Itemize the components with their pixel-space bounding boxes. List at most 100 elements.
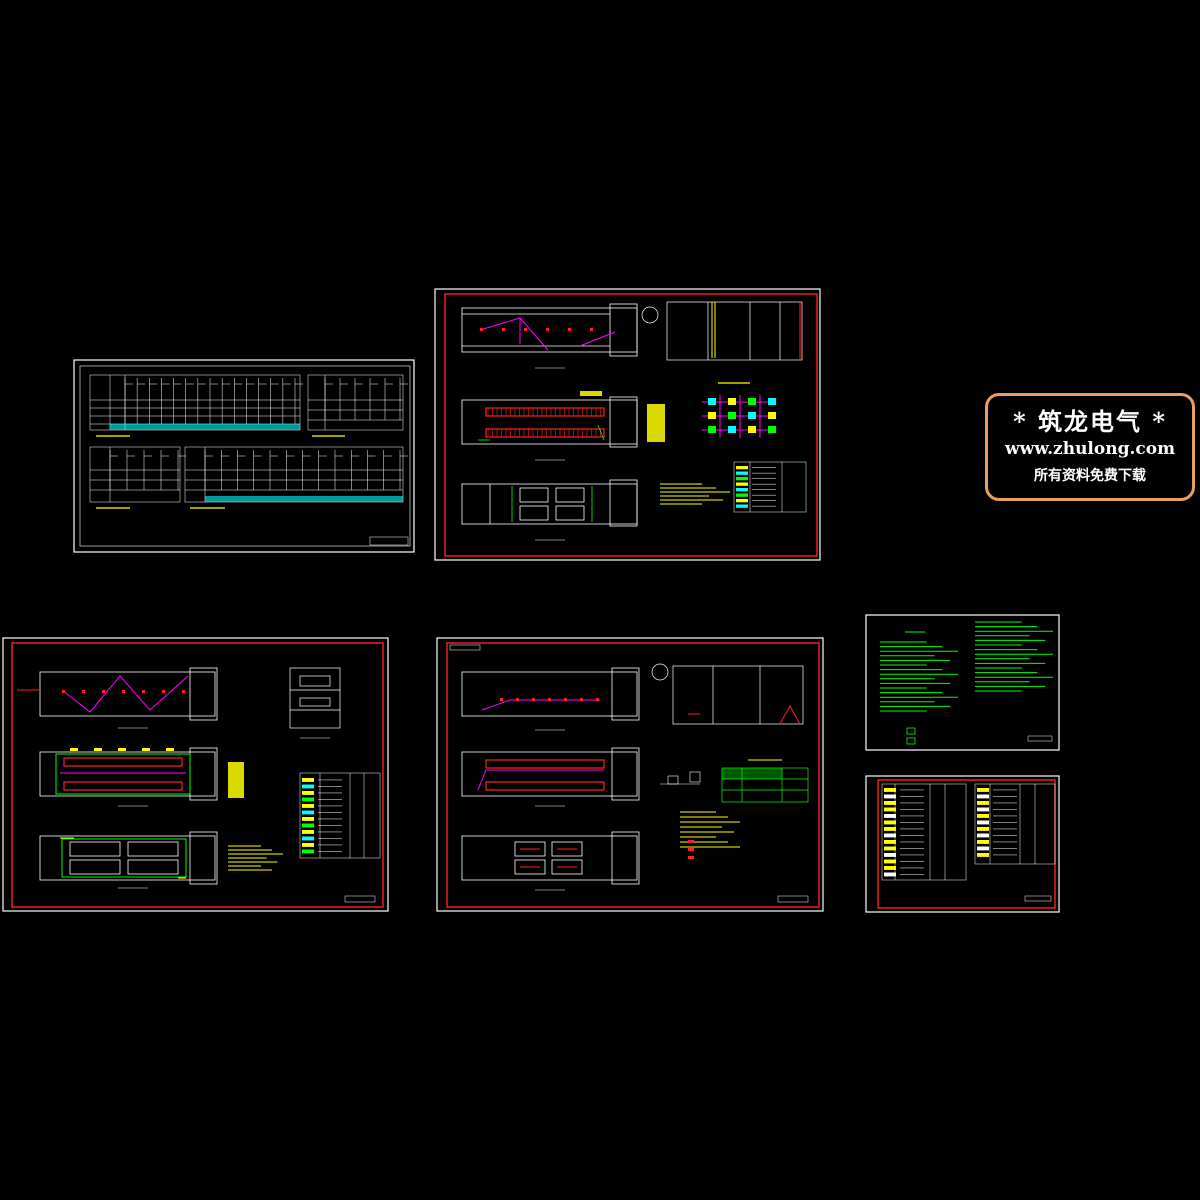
panel-table-4 xyxy=(184,446,404,503)
legend-symbol xyxy=(977,846,989,851)
panel-table-3 xyxy=(89,446,181,503)
fixture-rows-b xyxy=(485,407,605,438)
yellow-marks-e xyxy=(70,748,174,751)
riser-box xyxy=(728,426,736,433)
label-mark xyxy=(118,748,126,751)
conduit-a xyxy=(479,317,616,351)
green-marks-c xyxy=(511,486,593,522)
legend-rows-2 xyxy=(736,466,776,508)
sheet-distribution-system xyxy=(73,359,415,553)
legend-symbol xyxy=(736,471,748,475)
floor-plan-c xyxy=(461,479,638,527)
floor-plan-h xyxy=(461,747,640,801)
riser-box xyxy=(768,398,776,405)
fixture-dot xyxy=(500,698,503,701)
legend-symbol xyxy=(977,853,989,857)
fixture-dot xyxy=(142,690,145,693)
material-table-left xyxy=(881,783,967,881)
legend-symbol xyxy=(884,827,896,831)
notes-left-col xyxy=(880,641,958,712)
legend-symbol xyxy=(884,820,896,825)
legend-symbol xyxy=(302,817,314,821)
riser-box xyxy=(708,398,716,405)
red-marker xyxy=(688,848,694,851)
legend-symbol xyxy=(302,791,314,795)
red-marks-i xyxy=(520,848,577,868)
legend-symbol xyxy=(736,477,748,481)
legend-symbol xyxy=(884,814,896,818)
notes-block-2 xyxy=(660,483,730,505)
conduit-d xyxy=(61,675,189,713)
panel-table-3-branches xyxy=(109,450,186,490)
legend-symbol xyxy=(736,493,748,497)
section-red-2 xyxy=(779,704,801,725)
green-loop-f xyxy=(61,838,187,878)
title-block-1 xyxy=(369,536,409,546)
fixture-rows-e xyxy=(63,757,183,791)
legend-symbol xyxy=(302,784,314,789)
legend-symbol xyxy=(302,810,314,815)
floor-plan-f xyxy=(39,831,218,885)
title-block-6 xyxy=(1024,895,1052,902)
legend-symbol xyxy=(884,807,896,812)
title-block-3 xyxy=(344,895,376,903)
fixtures-g xyxy=(500,698,599,701)
label-mark xyxy=(94,748,102,751)
legend-symbol xyxy=(884,788,896,792)
section-view xyxy=(666,301,803,361)
fixture-dot xyxy=(568,328,571,331)
sheet-power-plan-left xyxy=(2,637,389,912)
panel-table-1-branches xyxy=(124,378,303,424)
legend-symbol xyxy=(884,859,896,864)
legend-table-3 xyxy=(299,772,381,859)
section-yellow xyxy=(711,302,716,358)
fixture-dot xyxy=(580,698,583,701)
green-table xyxy=(721,767,809,803)
legend-symbol xyxy=(302,778,314,782)
legend-symbol xyxy=(977,788,989,792)
label-mark xyxy=(166,748,174,751)
legend-symbol xyxy=(977,827,989,831)
fixture-dot xyxy=(480,328,483,331)
fixture-dot xyxy=(516,698,519,701)
legend-symbol xyxy=(977,833,989,838)
riser-box xyxy=(728,412,736,419)
legend-symbol xyxy=(884,846,896,851)
panel-table-2 xyxy=(307,374,404,431)
riser-box xyxy=(748,398,756,405)
fixture-dot xyxy=(122,690,125,693)
fixture-dot xyxy=(564,698,567,701)
north-arrow-icon xyxy=(641,306,659,324)
conduit-h xyxy=(477,769,604,791)
legend-symbol xyxy=(977,807,989,812)
legend-symbol xyxy=(884,801,896,805)
riser-boxes xyxy=(708,398,776,433)
legend-symbol xyxy=(977,820,989,825)
legend-symbol xyxy=(736,488,748,492)
riser-box xyxy=(768,412,776,419)
floor-plan-i xyxy=(461,831,640,885)
material-table-right xyxy=(974,783,1056,865)
legend-symbol xyxy=(302,843,314,847)
legend-symbol xyxy=(884,872,896,877)
fixture-dot xyxy=(182,690,185,693)
legend-symbol xyxy=(884,794,896,799)
legend-symbol xyxy=(302,849,314,854)
green-loop-e xyxy=(55,753,191,795)
legend-symbol xyxy=(884,833,896,838)
legend-table-2 xyxy=(733,461,807,513)
fixture-dot xyxy=(102,690,105,693)
legend-symbol xyxy=(302,830,314,834)
legend-symbol xyxy=(977,840,989,844)
fixture-dot xyxy=(162,690,165,693)
riser-box xyxy=(708,412,716,419)
legend-rows-3 xyxy=(302,778,342,854)
drawing-id-box xyxy=(449,644,481,651)
legend-symbol xyxy=(977,801,989,805)
legend-symbol xyxy=(977,794,989,799)
fixture-ticks-b xyxy=(487,408,601,437)
legend-symbol xyxy=(736,466,748,470)
legend-yellow-e xyxy=(228,762,244,798)
panel-table-1-cyan-row xyxy=(110,424,300,430)
title-block-5 xyxy=(1027,735,1053,742)
